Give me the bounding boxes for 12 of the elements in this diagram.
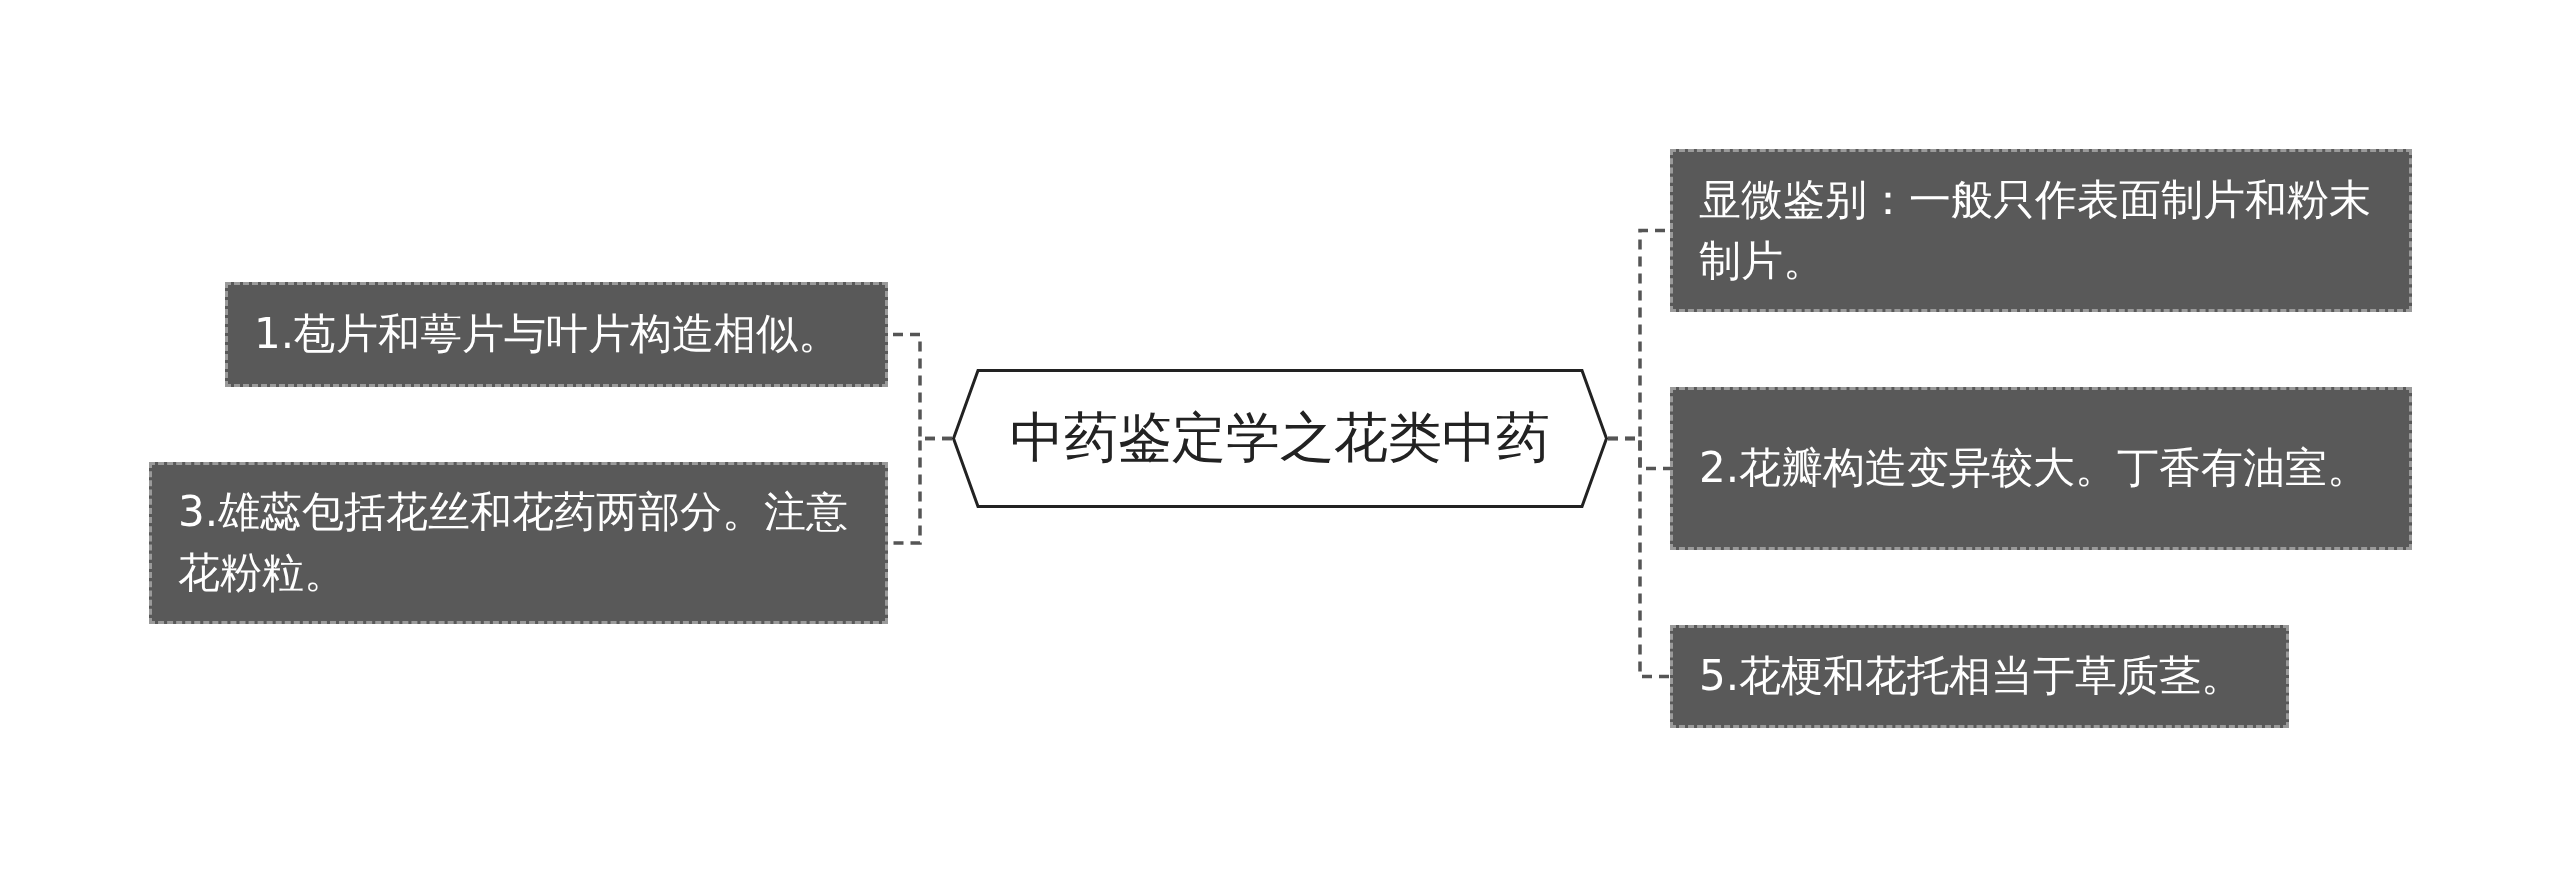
topic-text: 2.花瓣构造变异较大。丁香有油室。 bbox=[1699, 442, 2370, 495]
topic-text: 3.雄蕊包括花丝和花药两部分。注意花粉粒。 bbox=[178, 486, 850, 599]
central-topic-text: 中药鉴定学之花类中药 bbox=[1010, 405, 1550, 471]
topic-box bbox=[225, 282, 888, 387]
topic-text: 5.花梗和花托相当于草质茎。 bbox=[1699, 650, 2244, 703]
topic-box bbox=[149, 462, 888, 624]
topic-text: 1.苞片和萼片与叶片构造相似。 bbox=[254, 308, 841, 361]
topic-box bbox=[1670, 625, 2289, 728]
topic-box bbox=[1670, 387, 2412, 550]
connector-line bbox=[1608, 436, 1670, 679]
topic-box bbox=[1670, 149, 2412, 312]
topic-text: 显微鉴别：一般只作表面制片和粉末制片。 bbox=[1699, 173, 2372, 287]
